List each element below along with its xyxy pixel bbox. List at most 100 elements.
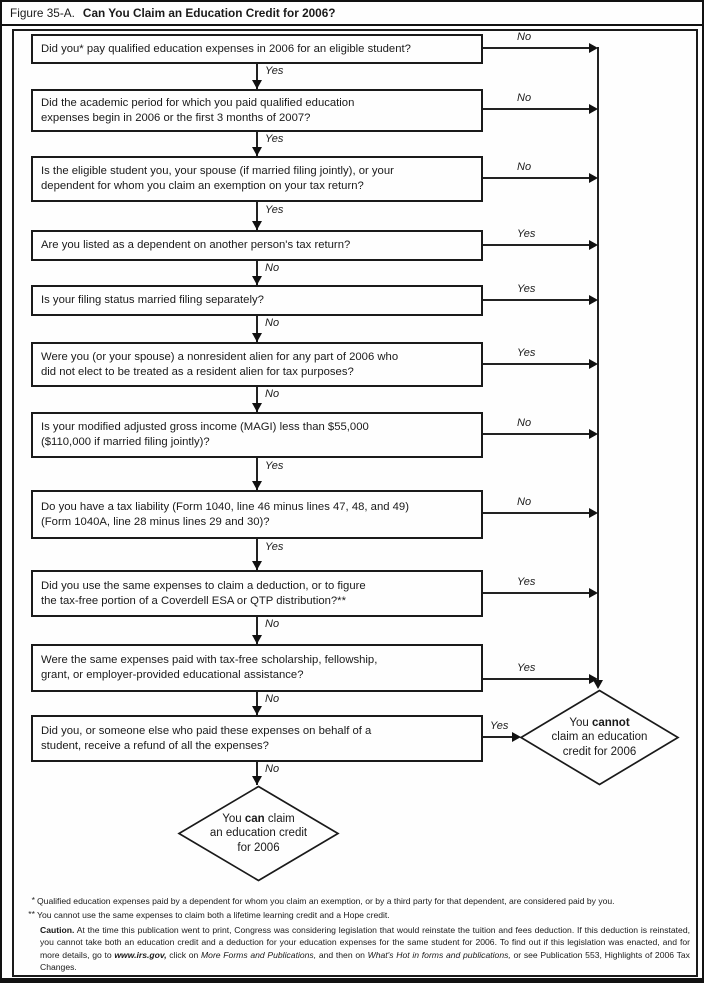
- arrow-down-icon: [252, 481, 262, 490]
- link-text: What's Hot in forms and publications,: [367, 949, 511, 960]
- branch-label: No: [517, 161, 532, 173]
- branch-label: No: [265, 317, 280, 329]
- outcome-text-part: credit for 2006: [562, 745, 637, 758]
- question-box: Did you use the same expenses to claim a…: [31, 570, 483, 617]
- question-box: Is your filing status married filing sep…: [31, 285, 483, 316]
- arrow-down-icon: [252, 147, 262, 156]
- question-text: Did you, or someone else who paid these …: [41, 724, 372, 752]
- arrow-down-icon: [252, 333, 262, 342]
- diamond-shape: [177, 785, 340, 882]
- branch-label: Yes: [265, 133, 284, 145]
- footnote-text: Qualified education expenses paid by a d…: [37, 896, 615, 906]
- arrow-right: [483, 732, 521, 742]
- footnote-text: You cannot use the same expenses to clai…: [37, 910, 390, 920]
- question-text: Did the academic period for which you pa…: [41, 96, 355, 124]
- arrow-down-icon: [252, 403, 262, 412]
- question-box: Were you (or your spouse) a nonresident …: [31, 342, 483, 387]
- arrow-right: [483, 588, 598, 598]
- arrow-down: [252, 261, 262, 285]
- branch-label: No: [517, 496, 532, 508]
- outcome-text-part: an education credit: [209, 827, 308, 840]
- arrow-down-icon: [252, 221, 262, 230]
- arrow-down: [252, 692, 262, 715]
- branch-label: Yes: [490, 720, 509, 732]
- question-box: Do you have a tax liability (Form 1040, …: [31, 490, 483, 539]
- title-divider: [2, 24, 702, 26]
- diamond-shape: [519, 689, 680, 786]
- caution-text: or see Publication 553, Highlights of 20…: [40, 949, 690, 973]
- flowchart-frame: [12, 29, 698, 977]
- outcome-text-part: You: [569, 716, 592, 729]
- branch-label: Yes: [517, 347, 536, 359]
- arrow-down: [252, 539, 262, 570]
- arrow-right-icon: [589, 508, 598, 518]
- question-box: Did the academic period for which you pa…: [31, 89, 483, 132]
- question-text: Did you use the same expenses to claim a…: [41, 579, 366, 607]
- question-text: Is your modified adjusted gross income (…: [41, 421, 369, 448]
- branch-label: No: [265, 262, 280, 274]
- branch-label: No: [517, 92, 532, 104]
- outcome-text-bold: can: [244, 812, 265, 825]
- arrow-right-icon: [589, 43, 598, 53]
- caution-label: Caution.: [40, 925, 75, 935]
- outcome-text-bold: cannot: [591, 716, 630, 729]
- arrow-down-icon: [252, 276, 262, 285]
- arrow-right: [483, 240, 598, 250]
- question-box: Were the same expenses paid with tax-fre…: [31, 644, 483, 692]
- outcome-text-part: for 2006: [237, 841, 280, 854]
- question-text: Are you listed as a dependent on another…: [41, 239, 351, 251]
- arrow-right: [483, 104, 598, 114]
- figure-heading: Can You Claim an Education Credit for 20…: [82, 6, 336, 20]
- arrow-right: [483, 674, 598, 684]
- arrow-right: [483, 429, 598, 439]
- arrow-right-icon: [589, 674, 598, 684]
- branch-label: No: [265, 388, 280, 400]
- arrow-down-icon: [252, 706, 262, 715]
- arrow-right-icon: [589, 429, 598, 439]
- menu-item-text: More Forms and Publications,: [201, 949, 317, 960]
- branch-label: No: [265, 763, 280, 775]
- outcome-can-text: You can claim an education credit for 20…: [177, 785, 340, 882]
- outcome-text-part: You: [222, 812, 245, 825]
- arrow-down: [252, 458, 262, 490]
- branch-label: No: [517, 31, 532, 43]
- collector-line: [593, 47, 603, 689]
- question-box: Is your modified adjusted gross income (…: [31, 412, 483, 458]
- outcome-text-part: claim an education: [551, 731, 648, 744]
- arrow-down: [252, 132, 262, 156]
- outcome-can-diamond: You can claim an education credit for 20…: [177, 785, 340, 882]
- question-box: Is the eligible student you, your spouse…: [31, 156, 483, 202]
- outcome-cannot-text: You cannot claim an education credit for…: [519, 689, 680, 786]
- arrow-down: [252, 387, 262, 412]
- branch-label: Yes: [265, 460, 284, 472]
- footnote-double-star: **You cannot use the same expenses to cl…: [28, 909, 390, 921]
- arrow-down-icon: [252, 80, 262, 89]
- branch-label: Yes: [265, 204, 284, 216]
- caution-note: Caution. At the time this publication we…: [40, 924, 690, 974]
- arrow-right: [483, 173, 598, 183]
- arrow-down: [252, 202, 262, 230]
- branch-label: No: [517, 417, 532, 429]
- arrow-right: [483, 43, 598, 53]
- question-text: Were you (or your spouse) a nonresident …: [41, 350, 399, 378]
- figure-number: Figure 35-A.: [10, 6, 75, 20]
- branch-label: Yes: [517, 662, 536, 674]
- arrow-right-icon: [589, 359, 598, 369]
- arrow-right: [483, 359, 598, 369]
- arrow-right-icon: [589, 173, 598, 183]
- footnote-star: *Qualified education expenses paid by a …: [32, 895, 615, 907]
- question-box: Are you listed as a dependent on another…: [31, 230, 483, 261]
- arrow-down-icon: [252, 776, 262, 785]
- arrow-right-icon: [589, 588, 598, 598]
- question-text: Is your filing status married filing sep…: [41, 294, 264, 306]
- figure-title: Figure 35-A. Can You Claim an Education C…: [10, 6, 336, 20]
- arrow-down: [252, 617, 262, 644]
- irs-website-text: www.irs.gov,: [114, 949, 167, 960]
- branch-label: No: [265, 618, 280, 630]
- outcome-cannot-diamond: You cannot claim an education credit for…: [519, 689, 680, 786]
- question-box: Did you* pay qualified education expense…: [31, 34, 483, 64]
- branch-label: Yes: [517, 576, 536, 588]
- branch-label: No: [265, 693, 280, 705]
- caution-text: At the time this publication went to pri…: [40, 925, 690, 960]
- question-text: Do you have a tax liability (Form 1040, …: [41, 500, 409, 528]
